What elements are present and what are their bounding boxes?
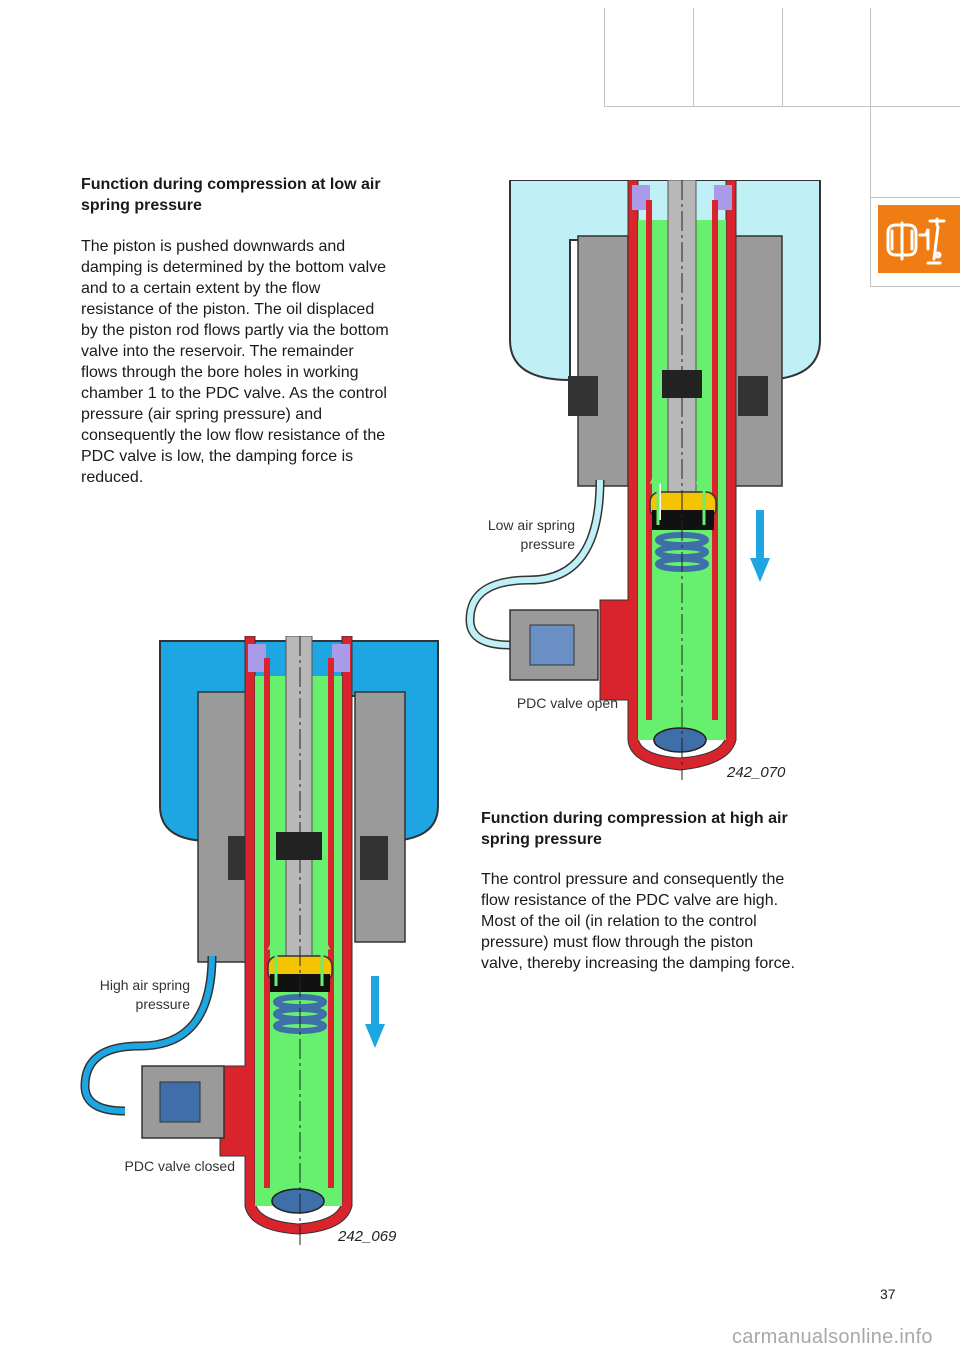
grid-line bbox=[870, 286, 960, 287]
pdc-valve-closed-label: PDC valve closed bbox=[124, 1158, 236, 1174]
figure-number-low: 242_070 bbox=[727, 764, 786, 781]
gas-left bbox=[248, 644, 266, 672]
suspension-strut-tool-icon bbox=[886, 217, 946, 265]
flow-arrows-green bbox=[267, 932, 331, 986]
section-one-heading: Function during compression at low air s… bbox=[81, 176, 381, 214]
inner-tube-left bbox=[264, 658, 270, 1188]
seal-left bbox=[568, 376, 598, 416]
flow-arrows-green bbox=[649, 466, 713, 525]
seal-right bbox=[360, 836, 388, 880]
section-one-body: The piston is pushed downwards and dampi… bbox=[81, 238, 389, 486]
piston-seal bbox=[652, 510, 714, 530]
seal-right bbox=[738, 376, 768, 416]
bottom-valve bbox=[271, 1188, 325, 1214]
control-line bbox=[81, 955, 215, 1114]
page-number: 37 bbox=[880, 1286, 896, 1302]
inner-tube-right bbox=[328, 658, 334, 1188]
down-arrow-head bbox=[365, 1024, 385, 1048]
pdc-valve-core bbox=[529, 624, 575, 666]
grid-line bbox=[604, 106, 960, 107]
grid-line bbox=[782, 8, 783, 106]
control-line bbox=[466, 479, 603, 648]
section-two-body: The control pressure and consequently th… bbox=[481, 871, 795, 972]
down-arrow-head bbox=[750, 558, 770, 582]
grid-line bbox=[693, 8, 694, 106]
gas-left bbox=[632, 185, 650, 210]
cylinder-wall bbox=[599, 180, 737, 771]
outer-tube-left bbox=[197, 691, 249, 963]
pdc-valve-open-label: PDC valve open bbox=[516, 695, 618, 711]
grid-line bbox=[604, 8, 605, 106]
grid-line bbox=[870, 197, 960, 198]
watermark: carmanualsonline.info bbox=[732, 1326, 933, 1348]
grid-line bbox=[870, 8, 871, 286]
figure-number-high: 242_069 bbox=[338, 1228, 397, 1245]
piston-rod bbox=[285, 636, 313, 967]
pdc-valve-core bbox=[159, 1081, 201, 1123]
inner-tube-right bbox=[712, 200, 718, 720]
shock-absorber-diagram-low-pressure bbox=[465, 180, 821, 780]
outer-tube-left bbox=[577, 235, 629, 487]
shock-absorber-diagram-high-pressure bbox=[80, 636, 439, 1246]
inner-tube-left bbox=[646, 200, 652, 720]
outer-tube-right bbox=[731, 235, 783, 487]
gas-right bbox=[714, 185, 732, 210]
high-pressure-label: High air spring pressure bbox=[99, 977, 190, 1012]
low-pressure-label: Low air spring pressure bbox=[487, 517, 575, 552]
cylinder-wall bbox=[219, 636, 353, 1235]
rod-guide bbox=[276, 832, 322, 860]
outer-tube-right bbox=[354, 691, 406, 943]
gas-right bbox=[332, 644, 350, 672]
bottom-valve bbox=[653, 727, 707, 753]
section-tab bbox=[878, 205, 960, 273]
section-two-heading: Function during compression at high air … bbox=[481, 810, 788, 848]
